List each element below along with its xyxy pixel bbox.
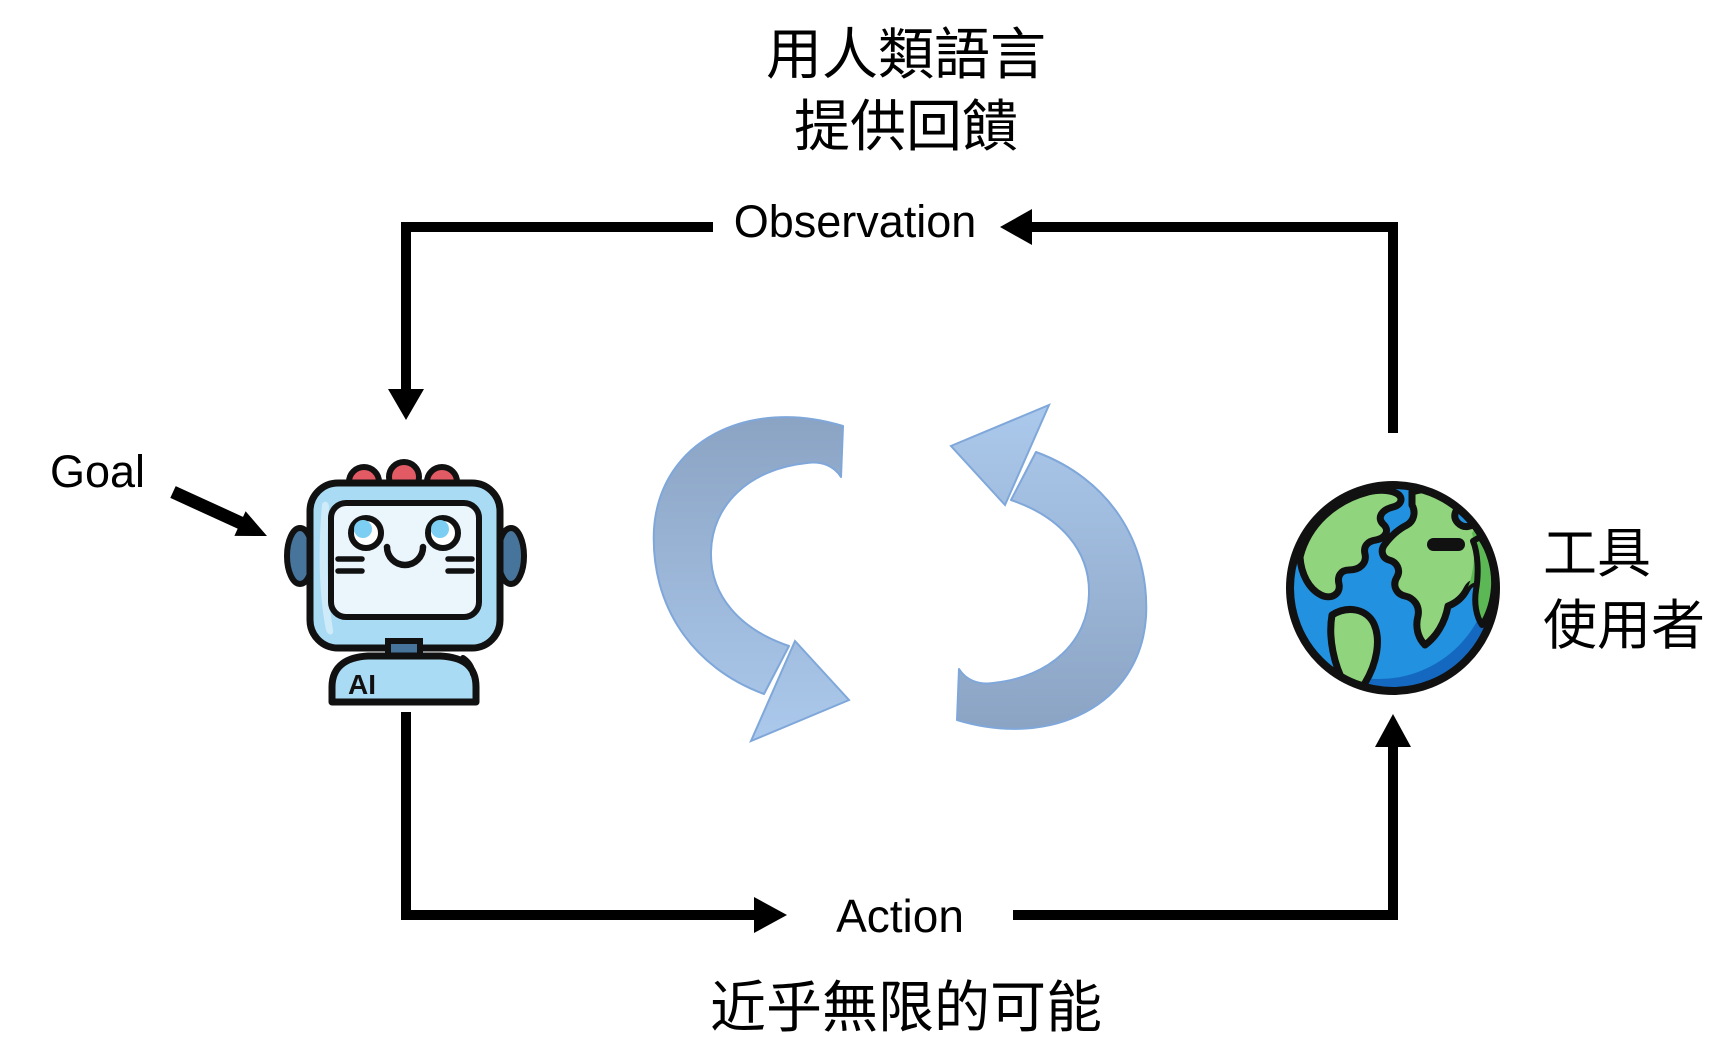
observation-connector-left <box>388 222 713 420</box>
ai-robot-icon: AI <box>284 459 527 706</box>
arrowhead-left-icon <box>1000 209 1032 245</box>
robot-cheek-lines <box>335 556 475 574</box>
globe-outline <box>1286 481 1500 695</box>
goal-arrow <box>170 486 267 536</box>
globe-canal-dash <box>1427 538 1465 551</box>
cycle-arc-right <box>949 403 1148 730</box>
top-caption: 用人類語言 提供回饋 <box>606 20 1206 164</box>
action-label: Action <box>836 890 964 942</box>
tool-user-line2: 使用者 <box>1543 594 1705 657</box>
top-caption-line1: 用人類語言 <box>766 23 1046 88</box>
robot-eye-left-pupil <box>354 520 372 538</box>
globe-continent-east <box>1378 486 1495 649</box>
robot-eye-right-pupil <box>431 520 449 538</box>
action-connector-left <box>401 712 787 933</box>
robot-badge: AI <box>348 669 376 700</box>
action-connector-right <box>1013 714 1411 920</box>
robot-head-highlight <box>319 501 334 635</box>
arrowhead-diagonal-icon <box>234 511 267 536</box>
arrowhead-right-icon <box>754 897 787 933</box>
tool-user-line1: 工具 <box>1543 522 1651 585</box>
bottom-caption: 近乎無限的可能 <box>710 976 1102 1041</box>
goal-label: Goal <box>50 446 146 497</box>
cycle-arrows-icon <box>652 403 1148 743</box>
earth-globe-icon <box>1286 481 1500 695</box>
robot-smile <box>383 543 427 569</box>
arrowhead-down-icon <box>388 389 424 420</box>
arrowhead-up-icon <box>1375 714 1411 747</box>
observation-label: Observation <box>733 196 977 247</box>
tool-user-label: 工具 使用者 <box>1543 518 1705 662</box>
robot-body-accent <box>460 655 476 677</box>
observation-connector-right <box>1000 209 1398 433</box>
cycle-arc-left <box>652 416 851 743</box>
top-caption-line2: 提供回饋 <box>794 95 1018 160</box>
globe-continent-northwest <box>1296 486 1405 601</box>
robot-body <box>328 652 480 706</box>
